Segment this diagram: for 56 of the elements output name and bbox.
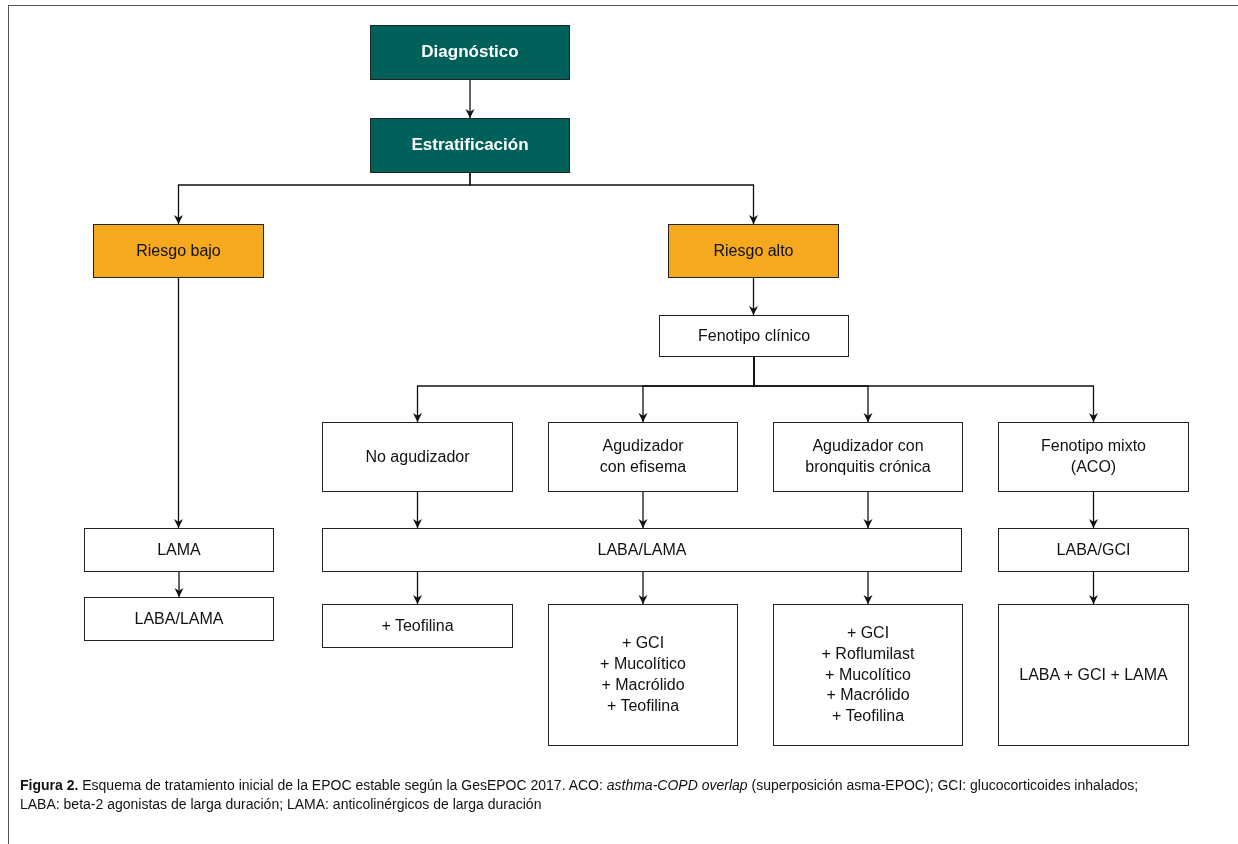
arrow xyxy=(749,277,758,316)
arrow xyxy=(1089,571,1098,605)
box-label: LABA + GCI + LAMA xyxy=(1019,664,1168,685)
process-box xyxy=(370,118,570,173)
treatment-box xyxy=(322,604,513,648)
arrow xyxy=(863,491,873,529)
arrow xyxy=(174,571,184,598)
treatment-box xyxy=(322,422,513,492)
box-label: + Macrólido xyxy=(601,675,685,695)
box-label: LABA/LAMA xyxy=(134,608,224,629)
treatment-box xyxy=(659,315,849,357)
treatment-box xyxy=(322,528,962,572)
box-label: + Mucolítico xyxy=(600,654,686,675)
box-label: LABA/GCI xyxy=(1056,539,1131,560)
box-label: + GCI xyxy=(846,623,890,643)
box-label: + Mucolítico xyxy=(825,664,911,685)
treatment-box xyxy=(773,422,963,492)
treatment-box xyxy=(998,604,1189,746)
arrow xyxy=(638,571,648,605)
treatment-box xyxy=(773,604,963,746)
box-label: Riesgo alto xyxy=(713,240,794,261)
arrow xyxy=(413,571,422,605)
box-label: Riesgo bajo xyxy=(136,240,221,261)
treatment-box xyxy=(998,422,1189,492)
process-box xyxy=(370,25,570,80)
treatment-box xyxy=(84,528,274,572)
arrow xyxy=(174,277,183,529)
box-label: Agudizador con bronquitis crónica xyxy=(804,436,932,477)
figure-caption: Figura 2. Esquema de tratamiento inicial de la EPOC estable según la GesEPOC 2017. ACO: asthma-COPD overlap (superposición asma-EPOC); GCI: glucocorticoides inhalados; LABA: beta-2 agonistas de larga duración; LAMA: anticolinérgicos de larga duración xyxy=(20,776,1140,814)
box-label: + Roflumilast xyxy=(821,643,915,664)
box-label: + Teofilina xyxy=(381,615,454,636)
box-label: Fenotipo clínico xyxy=(697,325,811,346)
box-label: No agudizador xyxy=(365,446,470,467)
box-label: + GCI xyxy=(621,633,665,654)
arrow xyxy=(753,356,1098,423)
arrow xyxy=(638,491,648,529)
box-label: + Teofilina xyxy=(606,695,680,716)
box-label: Fenotipo mixto (ACO) xyxy=(1040,436,1147,477)
treatment-box xyxy=(998,528,1189,572)
treatment-box xyxy=(548,604,738,746)
arrow xyxy=(469,172,758,225)
arrow xyxy=(1089,491,1098,529)
box-label: Estratificación xyxy=(411,134,529,157)
box-label: LAMA xyxy=(157,539,201,560)
treatment-box xyxy=(84,597,274,641)
risk-box xyxy=(93,224,264,278)
arrow xyxy=(863,571,873,605)
box-label: Agudizador con efisema xyxy=(598,436,688,477)
treatment-box xyxy=(548,422,738,492)
box-label: Diagnóstico xyxy=(421,41,519,64)
risk-box xyxy=(668,224,839,278)
box-label: LABA/LAMA xyxy=(597,539,687,560)
box-label: + Macrólido xyxy=(826,685,910,706)
box-label: + Teofilina xyxy=(831,706,905,727)
arrow xyxy=(413,491,422,529)
arrow xyxy=(465,79,475,119)
